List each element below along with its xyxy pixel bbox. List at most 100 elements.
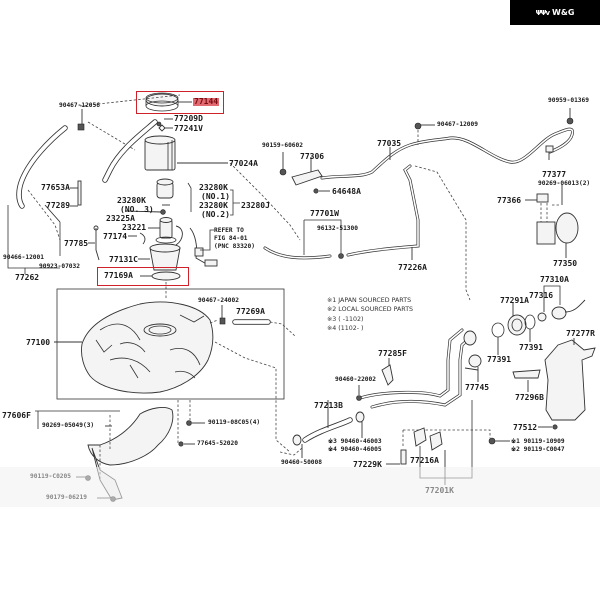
part-label-90467-12056[interactable]: 90467-12056: [59, 102, 100, 109]
part-label-77277R[interactable]: 77277R: [566, 329, 595, 338]
label-no2: (NO.2): [201, 210, 230, 219]
part-label-77201K[interactable]: 77201K: [425, 486, 454, 495]
part-label-90179-06219[interactable]: 90179-06219: [46, 494, 87, 501]
part-label-23280J[interactable]: 23280J: [241, 201, 270, 210]
fuel-door-hinge: [536, 221, 556, 245]
bolt-90119-08C05: [186, 420, 192, 426]
fuel-return-hose: [102, 119, 158, 183]
part-label-77310A[interactable]: 77310A: [540, 275, 569, 284]
vent-line-77701W: [263, 246, 332, 260]
label-no1: (NO.1): [201, 192, 230, 201]
part-label-90959-01369[interactable]: 90959-01369: [548, 97, 589, 104]
part-label-23221[interactable]: 23221: [122, 223, 147, 232]
part-23225A: [160, 209, 166, 215]
part-label-77291A[interactable]: 77291A: [500, 296, 529, 305]
part-label-77229K[interactable]: 77229K: [353, 460, 382, 469]
part-label-23280K-no1[interactable]: 23280K: [199, 183, 228, 192]
leader-dashed: [79, 94, 181, 107]
part-label-77024A[interactable]: 77024A: [229, 159, 258, 168]
note-local-sourced: ※2 LOCAL SOURCED PARTS: [327, 306, 414, 313]
bracket-77262: [7, 205, 60, 274]
part-label-77289[interactable]: 77289: [46, 201, 71, 210]
leader-dashed: [269, 321, 296, 337]
part-label-64648A[interactable]: 64648A: [332, 187, 361, 196]
part-label-90119-10909[interactable]: ※1 90119-10909: [511, 438, 565, 445]
part-label-77745[interactable]: 77745: [465, 383, 490, 392]
clamp-90467-12009: [414, 122, 422, 130]
part-label-77512[interactable]: 77512: [513, 423, 538, 432]
part-label-23280K-no2[interactable]: 23280K: [199, 201, 228, 210]
pump-wire: [175, 225, 183, 246]
refer-to-line3[interactable]: (PNC 83320): [214, 243, 255, 250]
part-label-77377[interactable]: 77377: [542, 170, 567, 179]
part-label-77241V[interactable]: 77241V: [174, 124, 203, 133]
part-label-77144[interactable]: 77144: [193, 97, 220, 106]
part-77277R-housing: [544, 339, 596, 421]
clamp-90460-50008: [292, 434, 302, 446]
part-label-77035[interactable]: 77035: [377, 139, 402, 148]
part-label-77606F[interactable]: 77606F: [2, 411, 31, 420]
part-label-90119-C0047[interactable]: ※2 90119-C0047: [511, 446, 565, 453]
part-label-77174[interactable]: 77174: [103, 232, 128, 241]
part-label-90460-46003[interactable]: ※3 90460-46003: [328, 438, 382, 445]
part-label-77262[interactable]: 77262: [15, 273, 40, 282]
part-label-23280K-no3[interactable]: 23280K: [117, 196, 146, 205]
part-label-90269-06013[interactable]: 90269-06013(2): [538, 180, 591, 187]
filler-pipe-77201K: [358, 328, 477, 409]
part-label-96132-51300[interactable]: 96132-51300: [317, 225, 358, 232]
part-label-90460-22002[interactable]: 90460-22002: [335, 376, 376, 383]
part-label-77391-b[interactable]: 77391: [519, 343, 544, 352]
part-label-77169A[interactable]: 77169A: [104, 271, 133, 280]
part-77366-housing: [536, 193, 549, 203]
part-label-77269A[interactable]: 77269A: [236, 307, 265, 316]
part-label-77645-52020[interactable]: 77645-52020: [197, 440, 238, 447]
part-77306-block: [291, 169, 323, 186]
part-label-90119-C0205[interactable]: 90119-C0205: [30, 473, 71, 480]
part-label-77100[interactable]: 77100: [26, 338, 51, 347]
part-label-77391-a[interactable]: 77391: [487, 355, 512, 364]
part-label-77366[interactable]: 77366: [497, 196, 522, 205]
part-label-23225A[interactable]: 23225A: [106, 214, 135, 223]
sender-float: [204, 259, 218, 267]
part-label-77785[interactable]: 77785: [64, 239, 89, 248]
part-label-77350[interactable]: 77350: [553, 259, 578, 268]
part-label-77316[interactable]: 77316: [529, 291, 554, 300]
part-label-90923-07032[interactable]: 90923-07032: [39, 263, 80, 270]
part-label-77131C[interactable]: 77131C: [109, 255, 138, 264]
part-label-90466-12001[interactable]: 90466-12001: [3, 254, 44, 261]
part-label-77285F[interactable]: 77285F: [378, 349, 407, 358]
clip-77512: [552, 424, 558, 430]
part-label-90269-05049[interactable]: 90269-05049(3): [42, 422, 95, 429]
label-no3: (NO. 3): [120, 205, 154, 214]
clamp-90460-46003: [355, 411, 365, 423]
part-label-77226A[interactable]: 77226A: [398, 263, 427, 272]
part-label-90460-46005[interactable]: ※4 90460-46005: [328, 446, 382, 453]
part-label-77209D[interactable]: 77209D: [174, 114, 203, 123]
part-label-90467-24002[interactable]: 90467-24002: [198, 297, 239, 304]
part-label-90159-60602[interactable]: 90159-60602: [262, 142, 303, 149]
hose-77213B: [302, 417, 353, 443]
part-96132-51300: [338, 253, 344, 259]
leader-23280: [187, 182, 192, 212]
part-label-77296B[interactable]: 77296B: [515, 393, 544, 402]
part-label-77306[interactable]: 77306: [300, 152, 325, 161]
part-label-90460-50008[interactable]: 90460-50008: [281, 459, 322, 466]
part-label-77216A[interactable]: 77216A: [410, 456, 439, 465]
part-label-90119-08C05[interactable]: 90119-08C05(4): [208, 419, 261, 426]
vent-hose-left: [16, 125, 68, 209]
connector-90923: [44, 204, 61, 223]
bracket-77310A: [543, 285, 561, 305]
part-label-77653A[interactable]: 77653A: [41, 183, 70, 192]
part-77785-wire: [95, 228, 100, 261]
note-4: ※4 (1102- ): [327, 325, 364, 332]
refer-to-line2[interactable]: FIG 84-01: [214, 235, 248, 242]
part-label-90467-12009[interactable]: 90467-12009: [437, 121, 478, 128]
o-ring-77391-a: [491, 322, 505, 338]
leader-line: [200, 229, 214, 251]
part-label-77701W[interactable]: 77701W: [310, 209, 339, 218]
part-label-77213B[interactable]: 77213B: [314, 401, 343, 410]
clamp-90460-22002: [356, 395, 362, 401]
note-3: ※3 ( -1102): [327, 316, 364, 323]
part-77144-ring: [145, 92, 179, 112]
